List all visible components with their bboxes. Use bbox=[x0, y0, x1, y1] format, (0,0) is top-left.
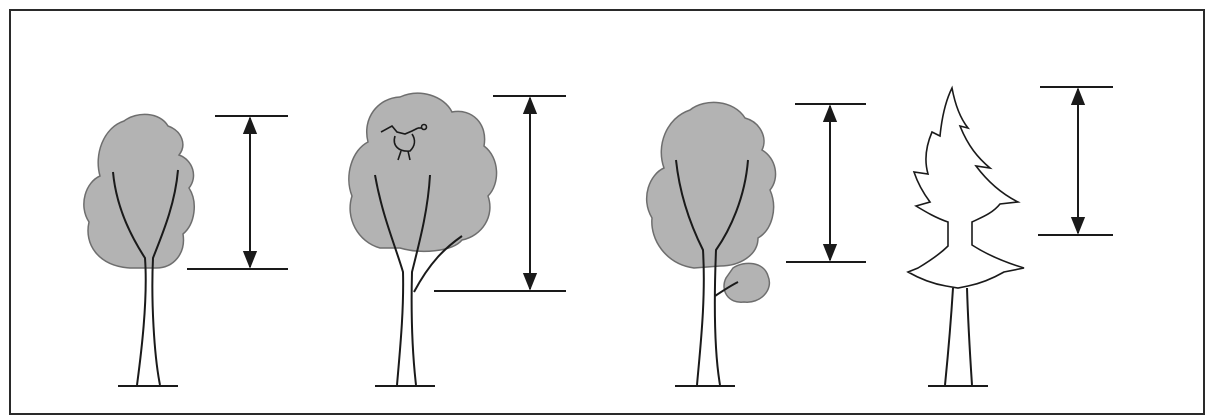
crown-height-1 bbox=[187, 116, 288, 269]
tree-4-trunk bbox=[945, 288, 972, 385]
tree-3-canopy bbox=[647, 102, 776, 268]
deciduous-tree-1 bbox=[84, 114, 194, 386]
conifer-tree-4 bbox=[908, 88, 1024, 386]
crown-height-4 bbox=[1038, 87, 1113, 235]
crown-height-3 bbox=[786, 104, 866, 262]
tree-4-crown bbox=[908, 88, 1024, 288]
deciduous-tree-2 bbox=[349, 93, 497, 386]
tree-1-canopy bbox=[84, 114, 194, 268]
deciduous-tree-3 bbox=[647, 102, 776, 386]
tree-3-side-branch-canopy bbox=[724, 263, 769, 302]
